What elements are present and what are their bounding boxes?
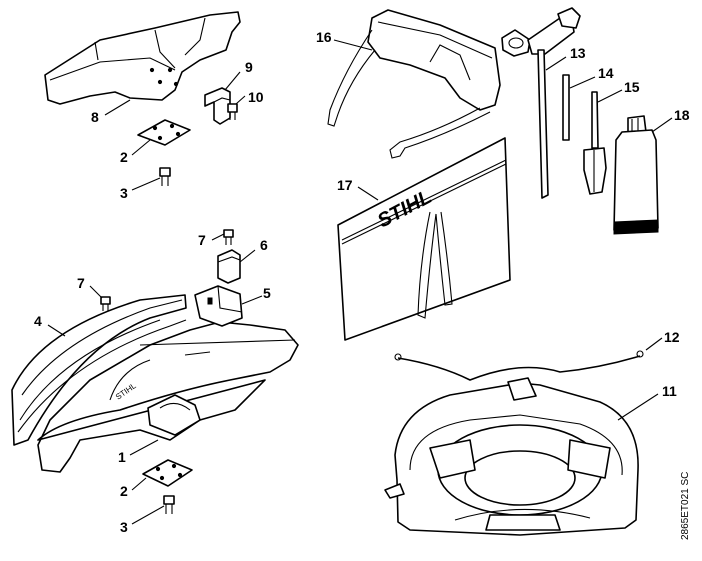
callout-11: 11 bbox=[662, 383, 677, 399]
part-13-combination-wrench bbox=[501, 7, 581, 199]
part-3-screw-upper bbox=[159, 167, 171, 186]
part-8-upper-deflector bbox=[44, 11, 241, 105]
part-11-base-ring bbox=[384, 377, 639, 536]
part-2-plate-lower bbox=[142, 459, 193, 487]
callout-13: 13 bbox=[570, 45, 586, 61]
part-2-plate-upper bbox=[137, 119, 191, 146]
callout-2-lower: 2 bbox=[120, 483, 128, 499]
callout-16: 16 bbox=[316, 29, 332, 45]
part-16-safety-glasses bbox=[327, 9, 501, 159]
part-7-screw-b bbox=[100, 296, 111, 311]
callout-7-upper: 7 bbox=[198, 232, 206, 248]
part-14-pin bbox=[562, 74, 570, 141]
part-3-screw-lower bbox=[163, 495, 175, 514]
part-18-grease-tube bbox=[613, 115, 659, 235]
callout-5: 5 bbox=[263, 285, 271, 301]
part-9-bracket bbox=[204, 87, 231, 125]
callout-1: 1 bbox=[118, 449, 126, 465]
part-10-screw bbox=[227, 103, 238, 120]
callout-9: 9 bbox=[245, 59, 253, 75]
callout-4: 4 bbox=[34, 313, 42, 329]
part-15-screwdriver bbox=[583, 91, 607, 195]
part-4-deflector-rim bbox=[11, 294, 187, 446]
callout-12: 12 bbox=[664, 329, 680, 345]
callout-3-lower: 3 bbox=[120, 519, 128, 535]
callout-18: 18 bbox=[674, 107, 690, 123]
callout-15: 15 bbox=[624, 79, 640, 95]
callout-10: 10 bbox=[248, 89, 264, 105]
part-17-tool-pouch: STIHL bbox=[337, 137, 511, 341]
drawing-code: 2865ET021 SC bbox=[680, 471, 691, 540]
callouts: 8 9 10 2 3 16 13 14 15 18 17 7 6 7 5 4 1… bbox=[34, 29, 690, 535]
part-1-lower-shield: STIHL bbox=[37, 321, 299, 473]
part-5-bracket bbox=[194, 285, 243, 327]
callout-6: 6 bbox=[260, 237, 268, 253]
callout-2-upper: 2 bbox=[120, 149, 128, 165]
part-7-screw-a bbox=[223, 229, 234, 245]
callout-8: 8 bbox=[91, 109, 99, 125]
leader-lines bbox=[47, 39, 673, 525]
part-6-clip bbox=[217, 249, 241, 284]
callout-7-lower: 7 bbox=[77, 275, 85, 291]
callout-17: 17 bbox=[337, 177, 353, 193]
callout-3-upper: 3 bbox=[120, 185, 128, 201]
part-12-spring-clip bbox=[394, 350, 644, 381]
callout-14: 14 bbox=[598, 65, 614, 81]
